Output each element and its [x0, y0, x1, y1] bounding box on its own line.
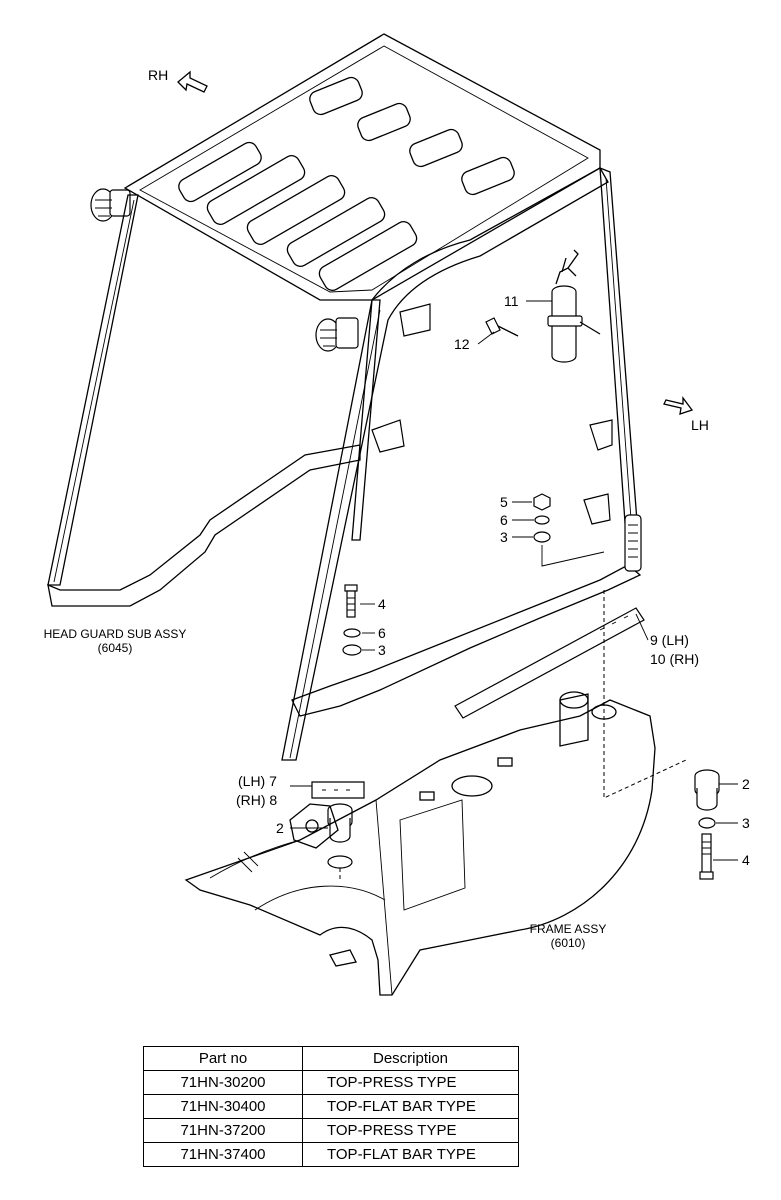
header-part-no: Part no [143, 1046, 303, 1071]
fire-extinguisher [547, 249, 601, 363]
leader-lines [290, 300, 738, 861]
callout-4-right: 4 [742, 852, 750, 868]
exploded-parts-diagram: RH LH [44, 33, 750, 996]
callout-3-upper: 3 [500, 529, 508, 545]
table-row: 71HN-30400 TOP-FLAT BAR TYPE [143, 1094, 519, 1119]
washer-3c [698, 817, 716, 829]
bolt-4b [699, 833, 714, 880]
washer-3a [533, 531, 551, 543]
callout-12: 12 [454, 336, 470, 352]
header-description: Description [302, 1046, 519, 1071]
washer-6a [534, 515, 550, 525]
washer-3b [342, 644, 362, 656]
description-cell: TOP-PRESS TYPE [302, 1118, 519, 1143]
table-row: 71HN-30200 TOP-PRESS TYPE [143, 1070, 519, 1095]
rh-arrow-icon [177, 70, 208, 93]
side-vent-grille [624, 514, 642, 572]
part-no-cell: 71HN-30400 [143, 1094, 303, 1119]
bolt-4a [344, 584, 358, 618]
lh-direction-indicator: LH [663, 396, 709, 433]
alignment-line [603, 590, 687, 799]
rh-label: RH [148, 67, 168, 83]
lower-left-frame [47, 444, 361, 607]
callout-3-right: 3 [742, 815, 750, 831]
callout-2-left: 2 [276, 820, 284, 836]
rubber-mount-2a [327, 803, 353, 869]
frame-assy-code: (6010) [551, 936, 586, 950]
callout-7-lh: (LH) 7 [238, 773, 277, 789]
callout-8-rh: (RH) 8 [236, 792, 277, 808]
roof-panel [123, 33, 601, 301]
rh-direction-indicator: RH [148, 67, 208, 93]
callout-3-lower: 3 [378, 642, 386, 658]
washer-6b [343, 628, 361, 638]
table-row: 71HN-37200 TOP-PRESS TYPE [143, 1118, 519, 1143]
callout-11: 11 [504, 293, 519, 309]
nut-5 [533, 493, 551, 511]
table-header-row: Part no Description [143, 1046, 519, 1071]
part-no-cell: 71HN-30200 [143, 1070, 303, 1095]
head-guard-code: (6045) [98, 641, 133, 655]
frame-assembly [184, 691, 656, 996]
callout-10-rh: 10 (RH) [650, 651, 699, 667]
description-cell: TOP-PRESS TYPE [302, 1070, 519, 1095]
callout-9-lh: 9 (LH) [650, 632, 689, 648]
rubber-mount-2b [694, 769, 720, 811]
flat-bar-9-10 [454, 607, 645, 719]
head-guard-label: HEAD GUARD SUB ASSY [44, 627, 187, 641]
roof-slots [178, 76, 515, 291]
callout-4-upper: 4 [378, 596, 386, 612]
lower-right-frame [291, 564, 642, 717]
worklight-front-left [90, 188, 131, 222]
worklight-front-right [315, 317, 359, 352]
head-guard-assembly [47, 33, 642, 761]
frame-body [184, 699, 656, 996]
callout-6-lower: 6 [378, 625, 386, 641]
left-front-pillar [47, 194, 139, 586]
right-front-pillar [281, 167, 609, 761]
callout-6-upper: 6 [500, 512, 508, 528]
table-row: 71HN-37400 TOP-FLAT BAR TYPE [143, 1142, 519, 1167]
lh-label: LH [691, 417, 709, 433]
part-number-table: Part no Description 71HN-30200 TOP-PRESS… [143, 1046, 519, 1167]
frame-assy-label: FRAME ASSY [530, 922, 607, 936]
callout-5: 5 [500, 494, 508, 510]
bolt-12 [485, 317, 519, 337]
description-cell: TOP-FLAT BAR TYPE [302, 1142, 519, 1167]
part-no-cell: 71HN-37400 [143, 1142, 303, 1167]
lh-arrow-icon [663, 396, 694, 415]
callout-2-right: 2 [742, 776, 750, 792]
part-no-cell: 71HN-37200 [143, 1118, 303, 1143]
description-cell: TOP-FLAT BAR TYPE [302, 1094, 519, 1119]
